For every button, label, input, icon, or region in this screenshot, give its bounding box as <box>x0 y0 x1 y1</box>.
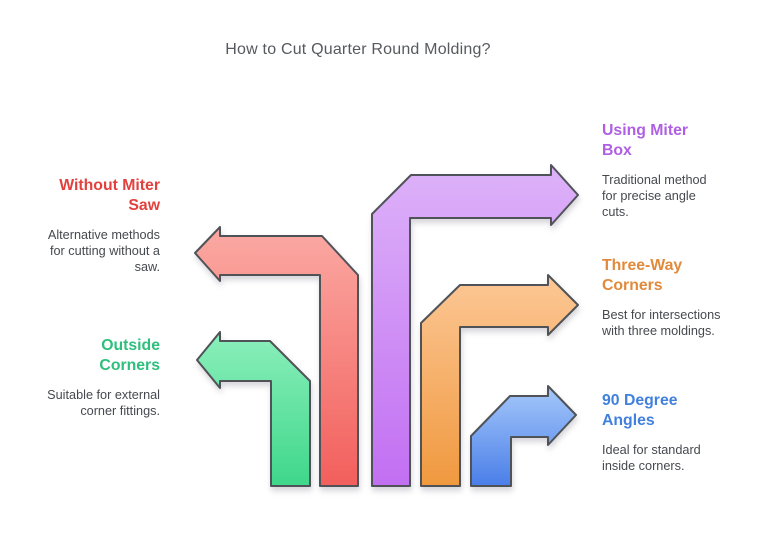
label-three-way-corners: Three-Way Corners Best for intersections… <box>602 256 722 339</box>
label-heading-90-degree-angles: 90 Degree Angles <box>602 392 678 429</box>
arrow-without-miter-saw <box>194 226 359 487</box>
arrow-90-degree-angles <box>470 385 577 487</box>
label-using-miter-box: Using Miter Box Traditional method for p… <box>602 121 722 220</box>
label-without-miter-saw: Without Miter Saw Alternative methods fo… <box>42 176 160 275</box>
label-desc-using-miter-box: Traditional method for precise angle cut… <box>602 173 707 219</box>
label-heading-using-miter-box: Using Miter Box <box>602 122 689 159</box>
label-desc-without-miter-saw: Alternative methods for cutting without … <box>47 228 160 274</box>
page-title: How to Cut Quarter Round Molding? <box>225 41 491 58</box>
label-heading-outside-corners: Outside Corners <box>99 337 160 374</box>
arrow-three-way-corners <box>420 274 579 487</box>
label-desc-three-way-corners: Best for intersections with three moldin… <box>602 308 721 338</box>
label-desc-90-degree-angles: Ideal for standard inside corners. <box>602 443 701 473</box>
label-90-degree-angles: 90 Degree Angles Ideal for standard insi… <box>602 391 722 474</box>
arrow-using-miter-box <box>371 164 579 487</box>
label-heading-without-miter-saw: Without Miter Saw <box>59 177 160 214</box>
label-outside-corners: Outside Corners Suitable for external co… <box>42 336 160 419</box>
label-heading-three-way-corners: Three-Way Corners <box>602 257 683 294</box>
label-desc-outside-corners: Suitable for external corner fittings. <box>47 388 160 418</box>
arrow-outside-corners <box>196 331 311 487</box>
